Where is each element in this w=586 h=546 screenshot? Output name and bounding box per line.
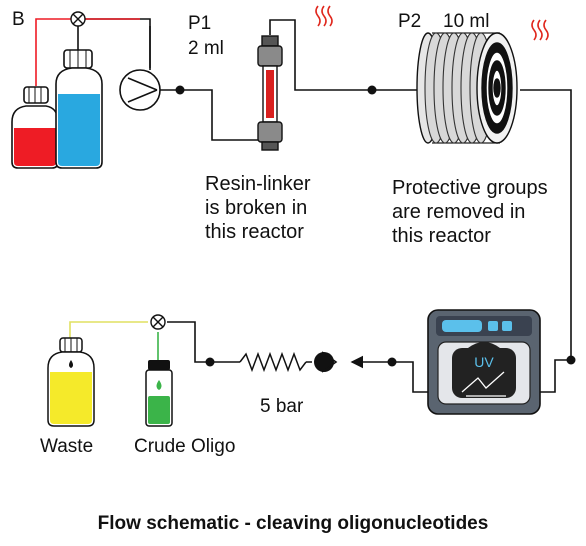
tubing [77,18,572,393]
uv-label: UV [474,354,494,370]
tube-to-uv [540,359,571,393]
uv-detector-icon [427,309,541,415]
figure-caption: Flow schematic - cleaving oligonucleotid… [97,513,489,534]
back-pressure-regulator-icon [239,351,312,373]
pump-icon[interactable] [119,69,161,111]
tube-reactor1-out [269,19,372,91]
reactor-2-label: P2 [398,11,422,32]
reactor-1-volume: 2 ml [188,38,224,59]
crude-oligo-label: Crude Oligo [134,436,236,457]
reactor-1-label: P1 [188,13,212,34]
heat-icon [315,5,333,27]
check-valve-ball-icon [314,352,334,372]
waste-bottle-icon [47,337,95,427]
reactor-2-description: Protective groups are removed in this re… [392,177,548,247]
reactor-1-icon [257,35,283,151]
junction-dot [387,357,397,367]
waste-label: Waste [40,436,94,457]
tube-to-reactor1 [180,89,258,141]
tube-to-valve2 [167,321,210,363]
crude-oligo-vial-icon [145,360,173,427]
heat-icon [531,19,549,41]
junctions [175,85,576,367]
junction-dot [566,355,576,365]
tube-reactor2-out [520,89,572,360]
valve-bottom-icon[interactable] [150,314,166,330]
junction-dot [205,357,215,367]
check-valve-seat-icon [321,351,338,373]
valve-top-icon[interactable] [70,11,86,27]
tube-uv-out [392,361,428,393]
back-pressure-label: 5 bar [260,396,304,417]
junction-dot [175,85,185,95]
bottle-b-label: B [12,9,25,30]
bottle-b-icon [11,86,59,169]
junction-dot [367,85,377,95]
tube-bottle-b [35,18,140,86]
reactor-1-description: Resin-linker is broken in this reactor [205,173,311,243]
bottle-a-icon [55,49,103,169]
reactor-2-coil-icon [416,32,518,144]
reactor-2-volume: 10 ml [443,11,490,32]
